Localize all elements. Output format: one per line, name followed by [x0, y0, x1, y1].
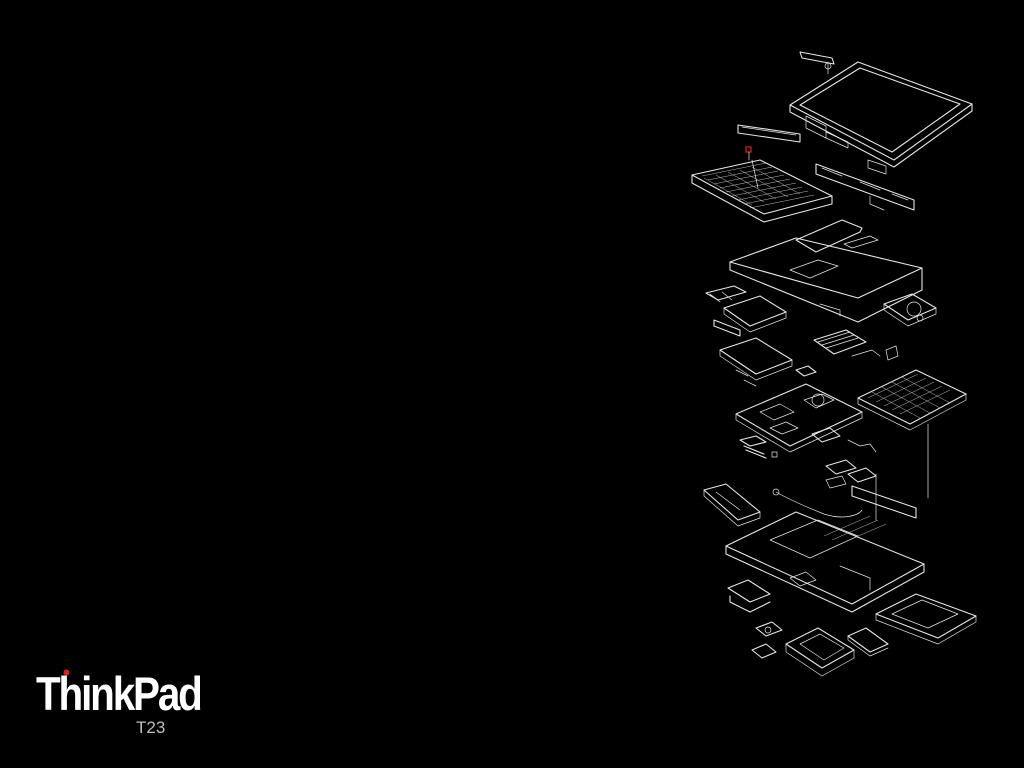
- card-cover: [847, 627, 889, 657]
- heat-sink: [857, 369, 967, 499]
- lcd-display-assembly: [789, 61, 973, 175]
- palm-rest: [729, 219, 923, 323]
- speaker-part: [751, 621, 783, 659]
- model-name: T23: [136, 718, 166, 737]
- board-components: [739, 427, 877, 459]
- brand-name: ThinkPad: [36, 667, 203, 720]
- latch-part: [799, 51, 835, 75]
- brand-red-dot-icon: [63, 669, 70, 676]
- optical-drive: [875, 593, 977, 645]
- memory-chip: [795, 365, 817, 377]
- drive-tray: [719, 337, 793, 387]
- keyboard-bezel-strip: [737, 124, 801, 143]
- drive-bay-parts: [705, 285, 787, 337]
- cooling-fan: [883, 293, 937, 327]
- cable: [772, 488, 863, 518]
- hinge-bar: [815, 163, 915, 211]
- system-board: [735, 383, 863, 453]
- base-cover: [725, 511, 925, 613]
- bottom-plate: [727, 579, 771, 613]
- battery: [785, 627, 855, 677]
- brand-logo: ThinkPad: [36, 668, 203, 740]
- connectors: [825, 459, 917, 521]
- keyboard: [691, 146, 833, 223]
- side-bracket: [703, 483, 761, 527]
- pc-card-slot: [813, 329, 899, 361]
